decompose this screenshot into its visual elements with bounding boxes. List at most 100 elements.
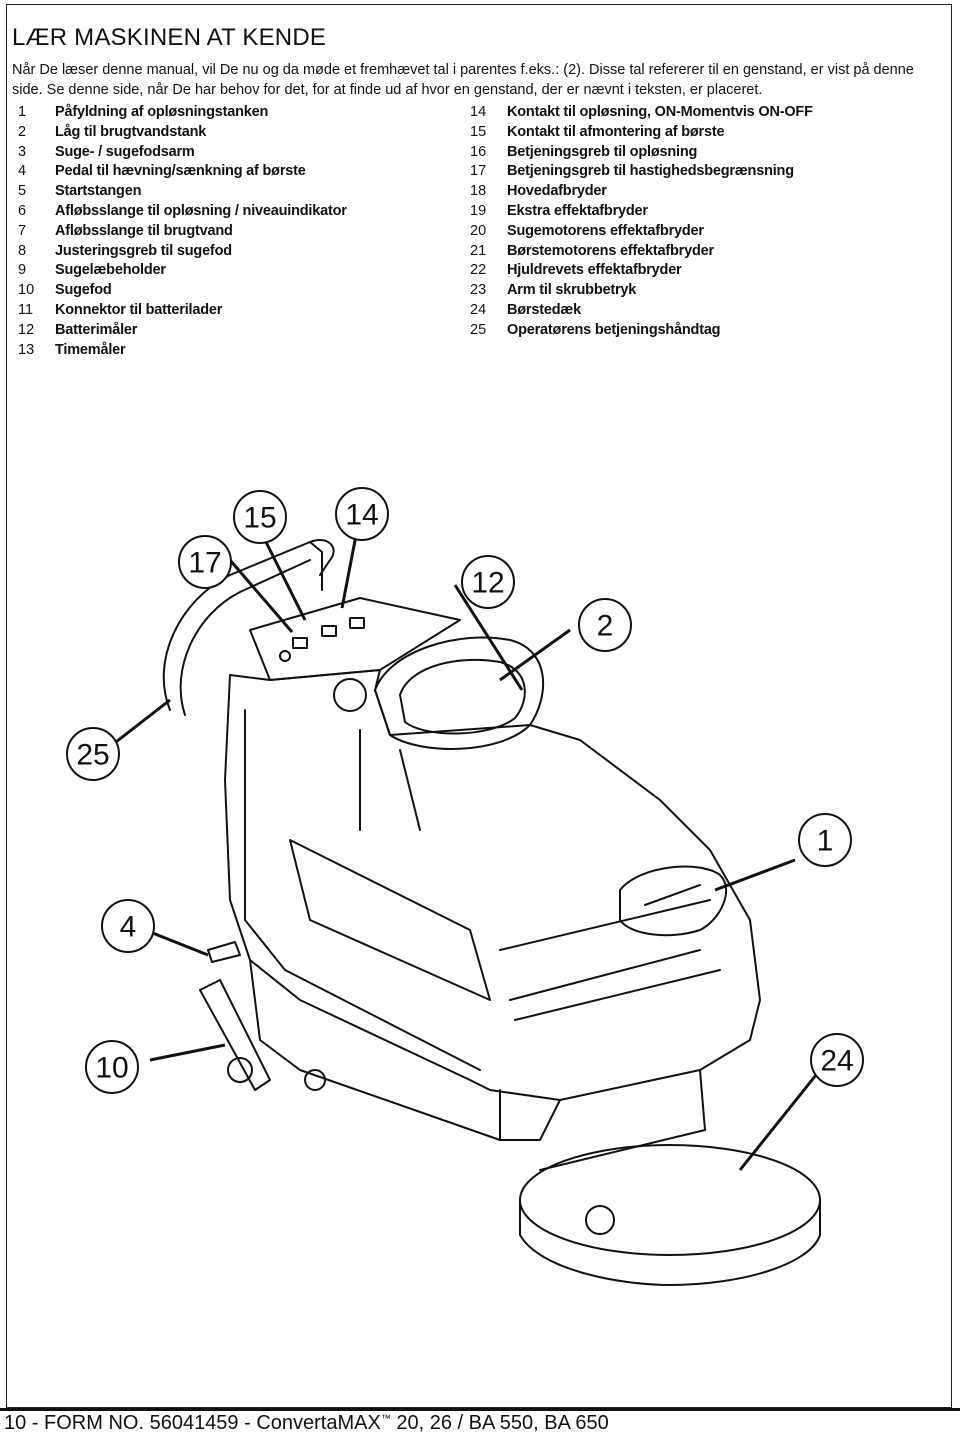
list-item: 10 Sugefod [18,282,347,302]
list-item: 23 Arm til skrubbetryk [470,282,813,302]
list-item: 11 Konnektor til batterilader [18,302,347,322]
list-item: 3 Suge- / sugefodsarm [18,144,347,164]
list-item: 9 Sugelæbeholder [18,262,347,282]
machine-diagram: 15 14 17 12 2 25 1 4 10 24 [66,487,864,1286]
part-number: 22 [470,262,487,279]
trademark-symbol: ™ [380,1413,391,1425]
part-label: Afløbsslange til opløsning / niveauindik… [55,202,347,219]
part-label: Påfyldning af opløsningstanken [55,104,269,120]
list-item: 13 Timemåler [18,342,347,362]
list-item: 21 Børstemotorens effektafbryder [470,243,813,263]
part-label: Startstangen [55,183,142,200]
list-item: 25 Operatørens betjeningshåndtag [470,322,813,342]
part-number: 13 [18,341,35,358]
part-label: Timemåler [55,341,126,358]
part-number: 21 [470,242,487,259]
callout-4: 4 [120,911,137,944]
part-number: 11 [18,301,34,318]
footer-rule [0,1408,960,1411]
list-item: 12 Batterimåler [18,322,347,342]
model-list: 20, 26 / BA 550, BA 650 [390,1412,609,1434]
recovery-tank-lid [374,636,545,750]
list-item: 7 Afløbsslange til brugtvand [18,223,347,243]
part-number: 3 [18,143,27,160]
part-number: 7 [18,222,27,239]
page-title: LÆR MASKINEN AT KENDE [12,24,327,51]
part-number: 10 [18,282,35,299]
list-item: 4 Pedal til hævning/sænkning af børste [18,163,347,183]
part-label: Suge- / sugefodsarm [55,143,195,160]
callout-14: 14 [345,499,378,532]
list-item: 2 Låg til brugtvandstank [18,124,347,144]
part-label: Afløbsslange til brugtvand [55,222,233,239]
part-number: 4 [18,163,27,180]
machine-body [224,669,761,1101]
part-number: 9 [18,262,27,279]
part-number: 1 [18,104,27,120]
parts-list-left: 1 Påfyldning af opløsningstanken 2 Låg til … [18,104,347,361]
part-number: 19 [470,202,487,219]
part-number: 18 [470,183,487,200]
part-number: 15 [470,123,487,140]
part-label: Hovedafbryder [507,183,607,200]
part-number: 12 [18,321,35,338]
part-number: 8 [18,242,27,259]
form-number: - FORM NO. 56041459 - ConvertaMAX [26,1412,381,1434]
callout-10: 10 [95,1052,128,1085]
page-frame [6,4,952,1408]
part-number: 20 [470,222,487,239]
list-item: 6 Afløbsslange til opløsning / niveauindi… [18,203,347,223]
part-number: 5 [18,183,27,200]
list-item: 5 Startstangen [18,183,347,203]
callout-15: 15 [243,502,276,535]
list-item: 22 Hjuldrevets effektafbryder [470,262,813,282]
part-label: Hjuldrevets effektafbryder [507,262,682,279]
list-item: 1 Påfyldning af opløsningstanken [18,104,347,124]
callout-2: 2 [597,610,614,643]
part-number: 14 [470,104,487,120]
part-label: Operatørens betjeningshåndtag [507,321,721,338]
callout-12: 12 [471,567,504,600]
page-footer: 10 - FORM NO. 56041459 - ConvertaMAX™ 20… [4,1412,609,1435]
part-label: Sugefod [55,282,112,299]
intro-paragraph: Når De læser denne manual, vil De nu og … [12,62,914,98]
part-label: Ekstra effektafbryder [507,202,648,219]
part-label: Batterimåler [55,321,138,338]
part-label: Kontakt til afmontering af børste [507,123,725,140]
part-number: 25 [470,321,487,338]
list-item: 14 Kontakt til opløsning, ON-Momentvis ON… [470,104,813,124]
part-label: Betjeningsgreb til opløsning [507,143,698,160]
part-label: Arm til skrubbetryk [507,282,637,299]
part-number: 16 [470,143,487,160]
page-number: 10 [4,1412,27,1434]
part-number: 23 [470,282,487,299]
list-item: 24 Børstedæk [470,302,813,322]
part-label: Børstemotorens effektafbryder [507,242,714,259]
brush-pedal [207,941,241,963]
brush-deck [519,1144,821,1256]
part-number: 24 [470,301,487,318]
callout-1: 1 [817,825,834,858]
part-label: Konnektor til batterilader [55,301,223,318]
part-label: Børstedæk [507,301,581,318]
list-item: 20 Sugemotorens effektafbryder [470,223,813,243]
list-item: 19 Ekstra effektafbryder [470,203,813,223]
part-label: Låg til brugtvandstank [55,123,207,140]
part-number: 2 [18,123,27,140]
squeegee [199,979,271,1091]
part-number: 17 [470,163,487,180]
list-item: 17 Betjeningsgreb til hastighedsbegrænsni… [470,163,813,183]
part-label: Sugemotorens effektafbryder [507,222,704,239]
part-label: Kontakt til opløsning, ON-Momentvis ON-O… [507,104,813,120]
list-item: 18 Hovedafbryder [470,183,813,203]
part-label: Betjeningsgreb til hastighedsbegrænsning [507,163,794,180]
callout-25: 25 [76,739,109,772]
list-item: 15 Kontakt til afmontering af børste [470,124,813,144]
part-label: Sugelæbeholder [55,262,166,279]
list-item: 16 Betjeningsgreb til opløsning [470,144,813,164]
solution-fill-cap [619,865,727,937]
part-number: 6 [18,202,27,219]
callout-17: 17 [188,547,221,580]
part-label: Pedal til hævning/sænkning af børste [55,163,306,180]
